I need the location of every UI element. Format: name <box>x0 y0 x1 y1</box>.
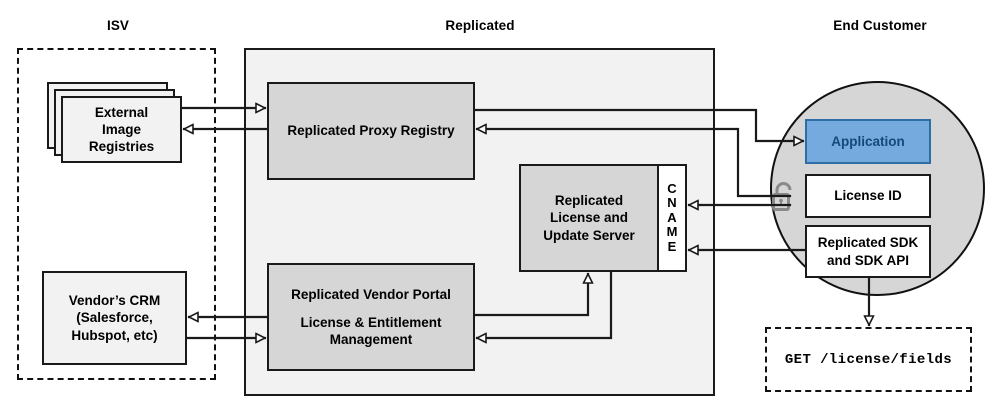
isv-boundary <box>17 48 216 380</box>
replicated-proxy-registry[interactable]: Replicated Proxy Registry <box>267 82 475 180</box>
cname-letter-e: E <box>667 238 677 254</box>
zone-title-isv: ISV <box>106 18 130 33</box>
vendor-portal-line-1: Replicated Vendor Portal <box>291 286 451 302</box>
cname-letter-n: N <box>667 195 677 211</box>
replicated-proxy-registry-label: Replicated Proxy Registry <box>287 123 455 139</box>
vendors-crm-line-1: Vendor’s CRM <box>68 293 161 309</box>
unlock-icon <box>772 182 792 211</box>
external-image-registries-line-3: Registries <box>88 139 155 155</box>
cname-letter-a: A <box>667 209 677 225</box>
edge-license-server-to-vendor-portal <box>475 270 613 338</box>
zone-title-replicated: Replicated <box>445 18 515 33</box>
replicated-sdk-line-1: Replicated SDK <box>817 235 919 251</box>
api-request-text: GET /license/fields <box>784 351 953 368</box>
cname-letter-c: C <box>667 180 677 196</box>
license-id[interactable]: License ID <box>805 174 931 218</box>
vendor-portal-line-2: License & Entitlement <box>300 314 442 330</box>
license-id-label: License ID <box>834 188 902 204</box>
external-image-registries[interactable]: External Image Registries <box>61 96 182 163</box>
replicated-sdk-line-2: and SDK API <box>826 252 909 268</box>
replicated-license-and-update-server[interactable]: Replicated License and Update Server <box>519 164 659 272</box>
edge-vendor-portal-to-license-server <box>473 272 588 317</box>
license-server-line-1: Replicated <box>554 193 624 209</box>
edge-license-id-to-proxy <box>475 129 792 198</box>
external-image-registries-line-2: Image <box>101 121 142 137</box>
vendors-crm-line-2: (Salesforce, <box>76 310 153 326</box>
external-image-registries-line-1: External <box>94 104 149 120</box>
replicated-vendor-portal[interactable]: Replicated Vendor Portal License & Entit… <box>267 263 475 371</box>
vendors-crm[interactable]: Vendor’s CRM (Salesforce, Hubspot, etc) <box>42 271 187 365</box>
zone-title-end-customer: End Customer <box>833 18 927 33</box>
edge-proxy-to-application <box>473 108 805 141</box>
license-server-line-2: License and <box>549 210 628 226</box>
application[interactable]: Application <box>805 119 931 164</box>
vendor-portal-line-3: Management <box>329 332 413 348</box>
license-server-line-3: Update Server <box>543 227 635 243</box>
application-label: Application <box>831 133 905 149</box>
cname-strip[interactable]: C N A M E <box>657 164 687 272</box>
api-request-box: GET /license/fields <box>765 327 972 392</box>
vendors-crm-line-3: Hubspot, etc) <box>71 327 158 343</box>
cname-letter-m: M <box>666 224 678 240</box>
